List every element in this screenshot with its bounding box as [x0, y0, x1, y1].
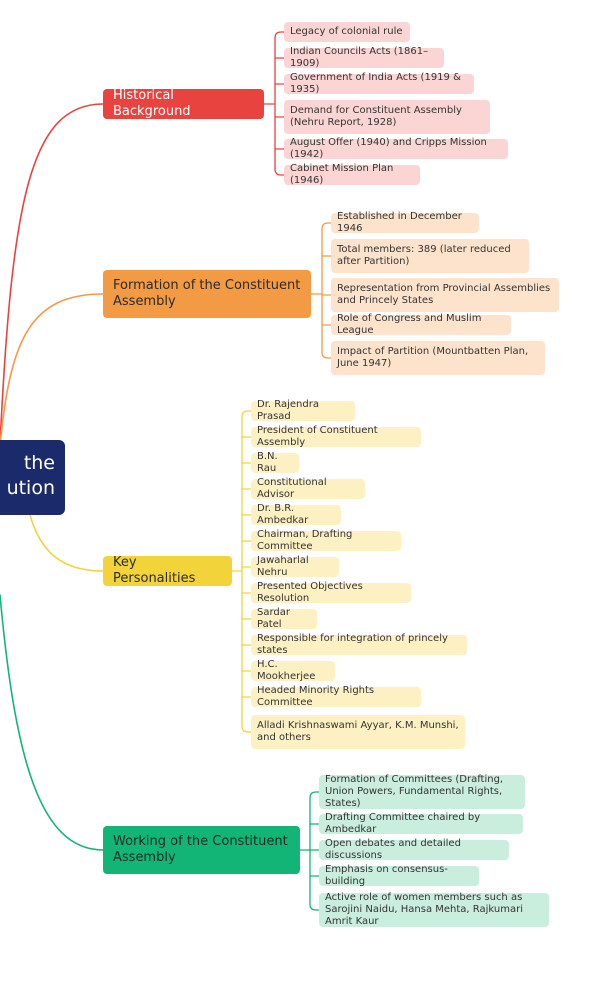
formation-constituent-assembly-item[interactable]: Role of Congress and Muslim League	[331, 313, 511, 336]
working-constituent-assembly-item[interactable]: Drafting Committee chaired by Ambedkar	[319, 812, 523, 835]
key-personalities-item[interactable]: H.C. Mookherjee	[251, 659, 335, 682]
connector-formation-constituent-assembly-leaf-4	[321, 351, 332, 359]
connector-key-personalities	[29, 514, 104, 572]
branch-formation-constituent-assembly[interactable]: Formation of the Constituent Assembly	[103, 270, 311, 318]
connector-key-personalities-leaf-12	[241, 725, 252, 733]
historical-background-item[interactable]: August Offer (1940) and Cripps Mission (…	[284, 137, 508, 160]
root-node[interactable]: the ution	[0, 440, 65, 515]
key-personalities-item[interactable]: Presented Objectives Resolution	[251, 581, 411, 604]
key-personalities-item[interactable]: Dr. Rajendra Prasad	[251, 399, 355, 422]
branch-historical-background[interactable]: Historical Background	[103, 88, 264, 119]
key-personalities-item[interactable]: Jawaharlal Nehru	[251, 555, 339, 578]
key-personalities-item[interactable]: B.N. Rau	[251, 451, 299, 474]
historical-background-item[interactable]: Legacy of colonial rule	[284, 22, 410, 42]
branch-key-personalities[interactable]: Key Personalities	[103, 555, 232, 586]
branch-working-constituent-assembly[interactable]: Working of the Constituent Assembly	[103, 826, 300, 874]
connector-working-constituent-assembly-leaf-0	[309, 791, 320, 799]
formation-constituent-assembly-item[interactable]: Impact of Partition (Mountbatten Plan, J…	[331, 341, 545, 375]
working-constituent-assembly-item[interactable]: Formation of Committees (Drafting, Union…	[319, 774, 525, 809]
key-personalities-item[interactable]: Responsible for integration of princely …	[251, 633, 467, 656]
formation-constituent-assembly-item[interactable]: Representation from Provincial Assemblie…	[331, 278, 559, 312]
connector-historical-background	[0, 103, 104, 445]
working-constituent-assembly-item[interactable]: Open debates and detailed discussions	[319, 838, 509, 861]
historical-background-item[interactable]: Government of India Acts (1919 & 1935)	[284, 72, 474, 95]
working-constituent-assembly-item[interactable]: Active role of women members such as Sar…	[319, 892, 549, 927]
formation-constituent-assembly-item[interactable]: Established in December 1946	[331, 211, 479, 234]
key-personalities-item[interactable]: Dr. B.R. Ambedkar	[251, 503, 341, 526]
key-personalities-item[interactable]: Chairman, Drafting Committee	[251, 529, 401, 552]
connector-working-constituent-assembly-leaf-4	[309, 903, 320, 911]
key-personalities-item[interactable]: President of Constituent Assembly	[251, 425, 421, 448]
key-personalities-item[interactable]: Sardar Patel	[251, 607, 317, 630]
key-personalities-item[interactable]: Alladi Krishnaswami Ayyar, K.M. Munshi, …	[251, 715, 465, 749]
connector-working-constituent-assembly	[0, 594, 104, 851]
working-constituent-assembly-item[interactable]: Emphasis on consensus-building	[319, 864, 479, 887]
connector-key-personalities-leaf-0	[241, 410, 252, 418]
historical-background-item[interactable]: Demand for Constituent Assembly (Nehru R…	[284, 100, 490, 134]
historical-background-item[interactable]: Indian Councils Acts (1861–1909)	[284, 46, 444, 69]
historical-background-item[interactable]: Cabinet Mission Plan (1946)	[284, 163, 420, 186]
key-personalities-item[interactable]: Headed Minority Rights Committee	[251, 685, 421, 708]
root-title-line-2: ution	[6, 477, 55, 499]
key-personalities-item[interactable]: Constitutional Advisor	[251, 477, 365, 500]
connector-historical-background-leaf-5	[274, 168, 285, 176]
connector-formation-constituent-assembly-leaf-0	[321, 222, 332, 230]
formation-constituent-assembly-item[interactable]: Total members: 389 (later reduced after …	[331, 239, 529, 273]
connector-historical-background-leaf-0	[274, 31, 285, 39]
root-title-line-1: the	[23, 452, 55, 474]
connector-formation-constituent-assembly	[0, 293, 104, 447]
